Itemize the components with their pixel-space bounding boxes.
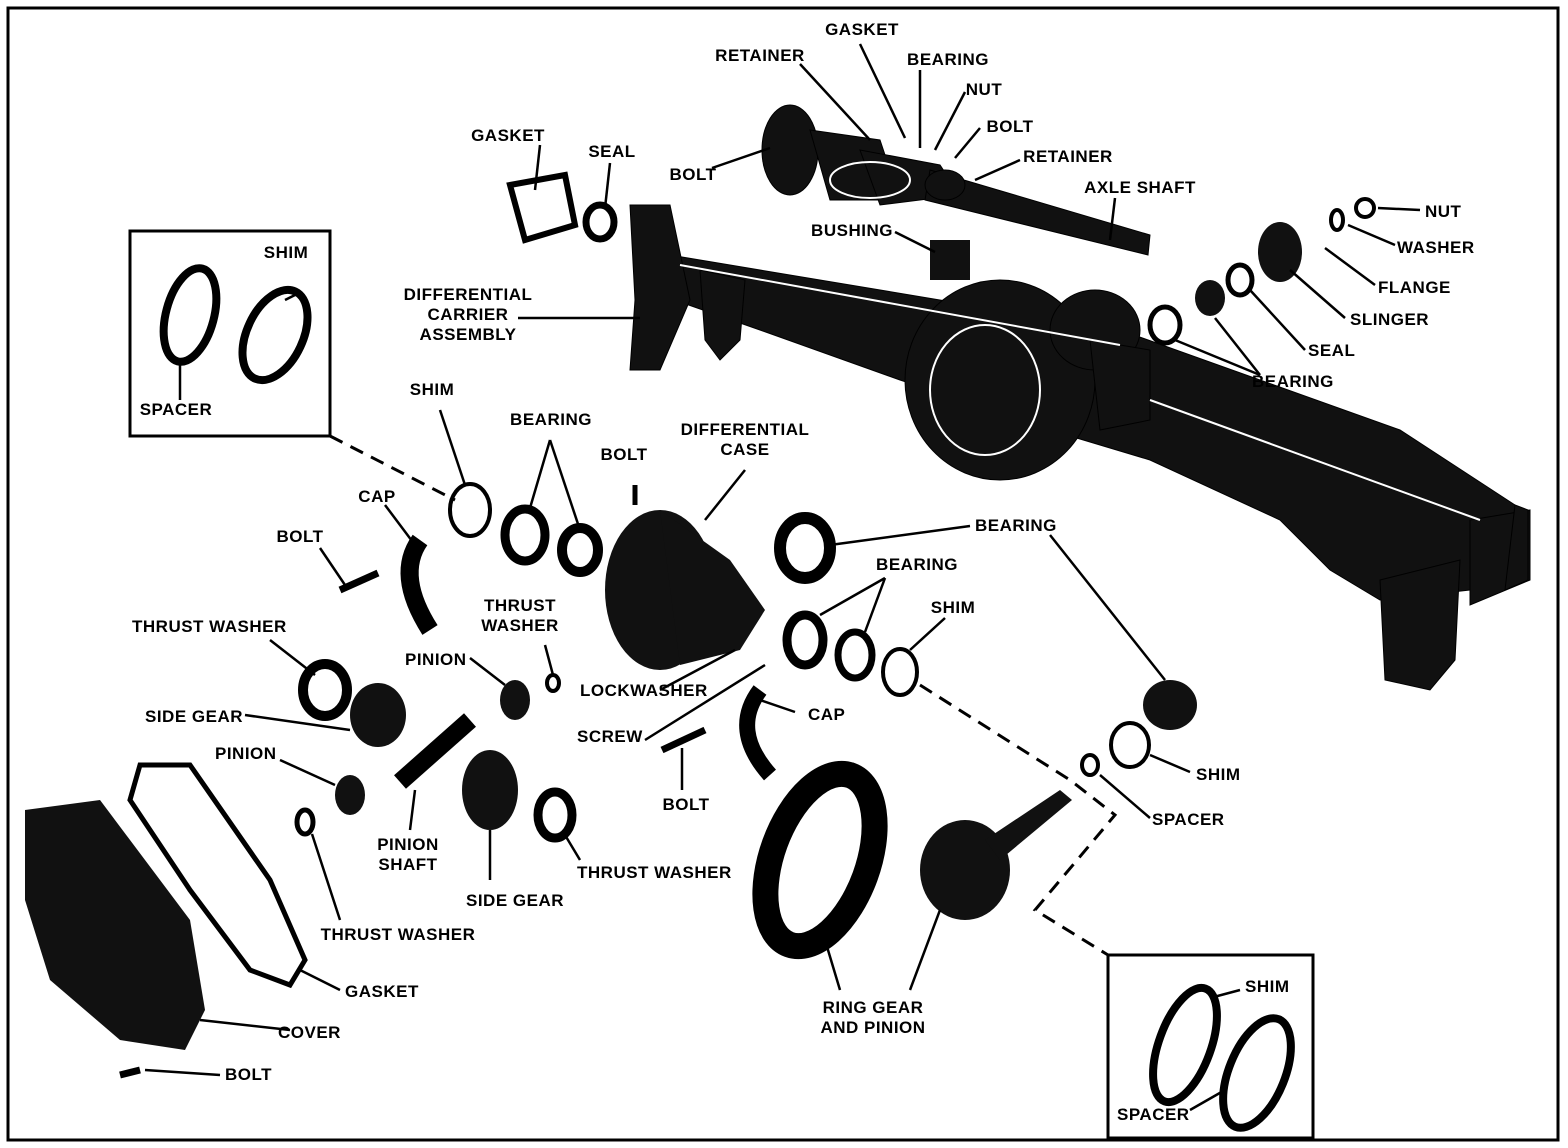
label-nut-top: NUT bbox=[965, 80, 1003, 99]
label-thrust-washer-bottom: THRUST WASHER bbox=[577, 863, 732, 882]
label-cover: COVER bbox=[278, 1023, 341, 1042]
label-bearing-top: BEARING bbox=[907, 50, 989, 69]
label-washer-right: WASHER bbox=[1397, 238, 1475, 257]
left-bearing-parts bbox=[448, 482, 603, 577]
label-differential-case: DIFFERENTIAL CASE bbox=[680, 420, 810, 459]
housing-highlights bbox=[679, 264, 1481, 521]
label-differential-carrier: DIFFERENTIAL CARRIER ASSEMBLY bbox=[403, 285, 533, 344]
label-screw: SCREW bbox=[577, 727, 643, 746]
gasket-plate bbox=[506, 171, 579, 244]
label-side-gear-left: SIDE GEAR bbox=[145, 707, 244, 726]
label-slinger: SLINGER bbox=[1350, 310, 1430, 329]
label-pinion-lower: PINION bbox=[215, 744, 277, 763]
label-side-gear-bottom: SIDE GEAR bbox=[465, 891, 565, 910]
label-shim-lower-right: SHIM bbox=[1196, 765, 1241, 784]
seal-ring bbox=[582, 201, 618, 243]
label-seal-right: SEAL bbox=[1308, 341, 1356, 360]
label-bolt-bottom: BOLT bbox=[225, 1065, 273, 1084]
label-bolt-top-right: BOLT bbox=[986, 117, 1034, 136]
bolt-bottom-part bbox=[119, 1066, 141, 1079]
label-pinion-upper: PINION bbox=[405, 650, 467, 669]
axle-shaft-assembly bbox=[761, 104, 1151, 256]
label-thrust-washer-lower: THRUST WASHER bbox=[320, 925, 476, 944]
label-bolt-center: BOLT bbox=[662, 795, 710, 814]
label-cap-right: CAP bbox=[808, 705, 846, 724]
leader-lines bbox=[144, 43, 1421, 1112]
inset-box-top-left bbox=[128, 229, 332, 438]
retainer-ring bbox=[829, 161, 911, 199]
label-nut-right: NUT bbox=[1425, 202, 1462, 221]
label-bearing-left: BEARING bbox=[510, 410, 592, 429]
label-gasket-top: GASKET bbox=[825, 20, 899, 39]
label-bolt-mid: BOLT bbox=[600, 445, 648, 464]
label-spacer-inset-top: SPACER bbox=[139, 400, 213, 419]
label-thrust-washer-mid: THRUST WASHER bbox=[481, 596, 559, 635]
label-cap-left: CAP bbox=[358, 487, 396, 506]
inset-bottom-rings bbox=[1149, 983, 1295, 1132]
label-gasket-bottom: GASKET bbox=[345, 982, 419, 1001]
axle-housing bbox=[629, 204, 1531, 691]
label-bolt-top: BOLT bbox=[669, 165, 717, 184]
label-bushing: BUSHING bbox=[811, 221, 893, 240]
right-bearing-parts bbox=[774, 512, 1197, 777]
label-gasket-left: GASKET bbox=[471, 126, 545, 145]
label-bearing-mid: BEARING bbox=[975, 516, 1057, 535]
label-lockwasher: LOCKWASHER bbox=[580, 681, 708, 700]
label-bearing-right: BEARING bbox=[1252, 372, 1334, 391]
bolt-left-part bbox=[338, 569, 380, 594]
right-end-parts bbox=[1147, 197, 1376, 346]
bushing-part bbox=[930, 240, 970, 280]
label-pinion-shaft: PINION SHAFT bbox=[377, 835, 439, 874]
gasket-bottom-part bbox=[127, 762, 308, 989]
inset-top-rings bbox=[159, 264, 312, 385]
inset-box-bottom-right bbox=[1106, 953, 1315, 1140]
label-shim-inset-bottom: SHIM bbox=[1245, 977, 1290, 996]
label-bearing-mid2: BEARING bbox=[876, 555, 958, 574]
outer-frame bbox=[6, 6, 1560, 1142]
cover-part bbox=[25, 800, 205, 1050]
label-thrust-washer-left: THRUST WASHER bbox=[132, 617, 287, 636]
label-axle-shaft: AXLE SHAFT bbox=[1084, 178, 1196, 197]
differential-case-part bbox=[605, 510, 765, 670]
label-retainer-right: RETAINER bbox=[1023, 147, 1113, 166]
label-shim-left: SHIM bbox=[409, 380, 455, 399]
label-bolt-left: BOLT bbox=[276, 527, 324, 546]
label-spacer-lower-right: SPACER bbox=[1152, 810, 1225, 829]
cap-right-part bbox=[739, 685, 777, 781]
label-flange: FLANGE bbox=[1378, 278, 1451, 297]
bolt-center-part bbox=[660, 726, 707, 754]
label-ring-gear-and-pinion: RING GEAR AND PINION bbox=[820, 998, 926, 1037]
label-shim-inset-top: SHIM bbox=[263, 243, 309, 262]
label-seal-left: SEAL bbox=[588, 142, 636, 161]
cap-left-part bbox=[400, 534, 438, 635]
label-shim-mid: SHIM bbox=[930, 598, 976, 617]
gear-parts bbox=[294, 659, 577, 843]
ring-gear-part bbox=[752, 760, 1072, 960]
label-spacer-inset-bottom: SPACER bbox=[1117, 1105, 1190, 1124]
label-retainer-top: RETAINER bbox=[715, 46, 805, 65]
dashed-connector-lines bbox=[329, 434, 1118, 957]
